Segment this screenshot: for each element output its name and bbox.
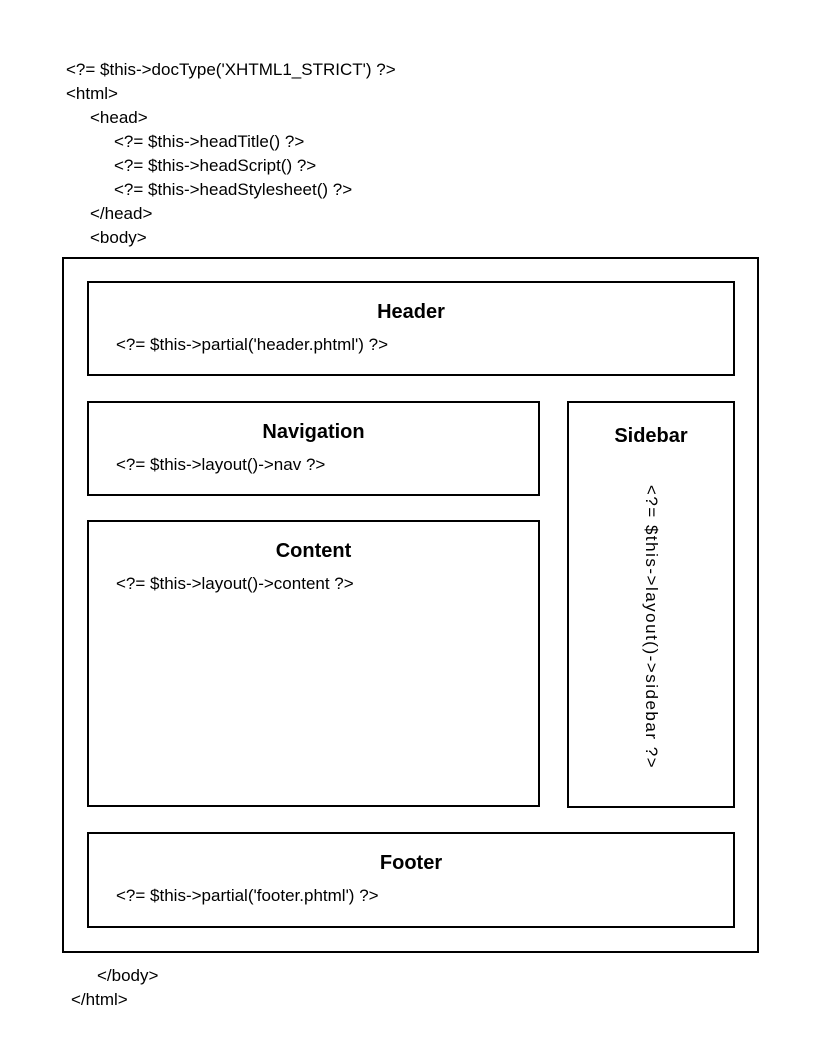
code-line-doctype: <?= $this->docType('XHTML1_STRICT') ?> xyxy=(66,60,396,79)
layout-navigation-box: Navigation <?= $this->layout()->nav ?> xyxy=(87,401,540,496)
sidebar-box-title: Sidebar xyxy=(614,425,688,447)
code-snippet-bottom: </body> </html> xyxy=(71,964,158,1012)
code-line-html-close: </html> xyxy=(71,990,128,1009)
layout-content-box: Content <?= $this->layout()->content ?> xyxy=(87,520,540,807)
footer-box-title: Footer xyxy=(379,852,443,874)
code-line-html-open: <html> xyxy=(66,84,118,103)
content-box-code: <?= $this->layout()->content ?> xyxy=(116,574,354,593)
sidebar-box-code-rotated: <?= $this->layout()->sidebar ?> xyxy=(642,484,661,769)
code-line-head-title: <?= $this->headTitle() ?> xyxy=(114,132,305,151)
code-line-body-open: <body> xyxy=(90,228,147,247)
navigation-box-code: <?= $this->layout()->nav ?> xyxy=(116,455,326,474)
code-line-head-stylesheet: <?= $this->headStylesheet() ?> xyxy=(114,180,353,199)
layout-footer-box: Footer <?= $this->partial('footer.phtml'… xyxy=(87,832,735,928)
content-box-title: Content xyxy=(275,540,352,562)
code-line-head-open: <head> xyxy=(90,108,148,127)
code-line-head-close: </head> xyxy=(90,204,153,223)
code-line-head-script: <?= $this->headScript() ?> xyxy=(114,156,317,175)
header-box-code: <?= $this->partial('header.phtml') ?> xyxy=(116,335,389,354)
layout-header-box: Header <?= $this->partial('header.phtml'… xyxy=(87,281,735,376)
header-box-title: Header xyxy=(377,301,445,323)
footer-box-code: <?= $this->partial('footer.phtml') ?> xyxy=(116,886,379,905)
layout-sidebar-box: Sidebar <?= $this->layout()->sidebar ?> xyxy=(567,401,735,808)
code-snippet-top: <?= $this->docType('XHTML1_STRICT') ?> <… xyxy=(66,58,396,250)
navigation-box-title: Navigation xyxy=(262,421,365,443)
code-line-body-close: </body> xyxy=(97,966,159,985)
